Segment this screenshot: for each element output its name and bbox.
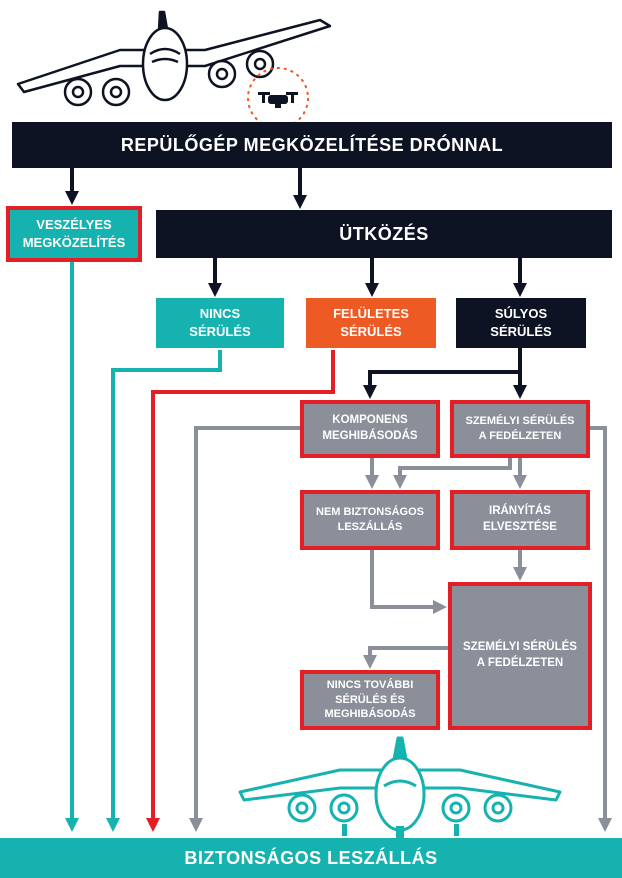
surface-damage-box: FELÜLETES SÉRÜLÉS	[306, 298, 436, 348]
injury-onboard-box-1: SZEMÉLYI SÉRÜLÉS A FEDÉLZETEN	[450, 400, 590, 458]
no-damage-label: NINCS SÉRÜLÉS	[189, 306, 251, 339]
unsafe-landing-label: NEM BIZTONSÁGOS LESZÁLLÁS	[316, 506, 424, 533]
component-failure-box: KOMPONENS MEGHIBÁSODÁS	[300, 400, 440, 458]
injury-onboard-label-2: SZEMÉLYI SÉRÜLÉS A FEDÉLZETEN	[463, 641, 577, 669]
injury-onboard-label-1: SZEMÉLYI SÉRÜLÉS A FEDÉLZETEN	[465, 415, 575, 442]
severe-damage-label: SÚLYOS SÉRÜLÉS	[490, 306, 552, 339]
unsafe-landing-box: NEM BIZTONSÁGOS LESZÁLLÁS	[300, 490, 440, 550]
dangerous-approach-label: VESZÉLYES MEGKÖZELÍTÉS	[22, 217, 126, 250]
dangerous-approach-box: VESZÉLYES MEGKÖZELÍTÉS	[6, 206, 142, 262]
header-approach: REPÜLŐGÉP MEGKÖZELÍTÉSE DRÓNNAL	[12, 122, 612, 168]
no-further-damage-box: NINCS TOVÁBBI SÉRÜLÉS ÉS MEGHIBÁSODÁS	[300, 670, 440, 730]
safe-landing-bar: BIZTONSÁGOS LESZÁLLÁS	[0, 838, 622, 878]
safe-landing-label: BIZTONSÁGOS LESZÁLLÁS	[184, 847, 438, 868]
header-label: REPÜLŐGÉP MEGKÖZELÍTÉSE DRÓNNAL	[120, 134, 504, 155]
no-further-damage-label: NINCS TOVÁBBI SÉRÜLÉS ÉS MEGHIBÁSODÁS	[324, 678, 416, 721]
injury-onboard-box-2: SZEMÉLYI SÉRÜLÉS A FEDÉLZETEN	[448, 582, 592, 730]
loss-of-control-label: IRÁNYÍTÁS ELVESZTÉSE	[483, 505, 557, 533]
severe-damage-box: SÚLYOS SÉRÜLÉS	[456, 298, 586, 348]
loss-of-control-box: IRÁNYÍTÁS ELVESZTÉSE	[450, 490, 590, 550]
component-failure-label: KOMPONENS MEGHIBÁSODÁS	[322, 414, 418, 442]
collision-label: ÜTKÖZÉS	[339, 223, 429, 244]
surface-damage-label: FELÜLETES SÉRÜLÉS	[333, 306, 409, 339]
no-damage-box: NINCS SÉRÜLÉS	[156, 298, 284, 348]
collision-box: ÜTKÖZÉS	[156, 210, 612, 258]
